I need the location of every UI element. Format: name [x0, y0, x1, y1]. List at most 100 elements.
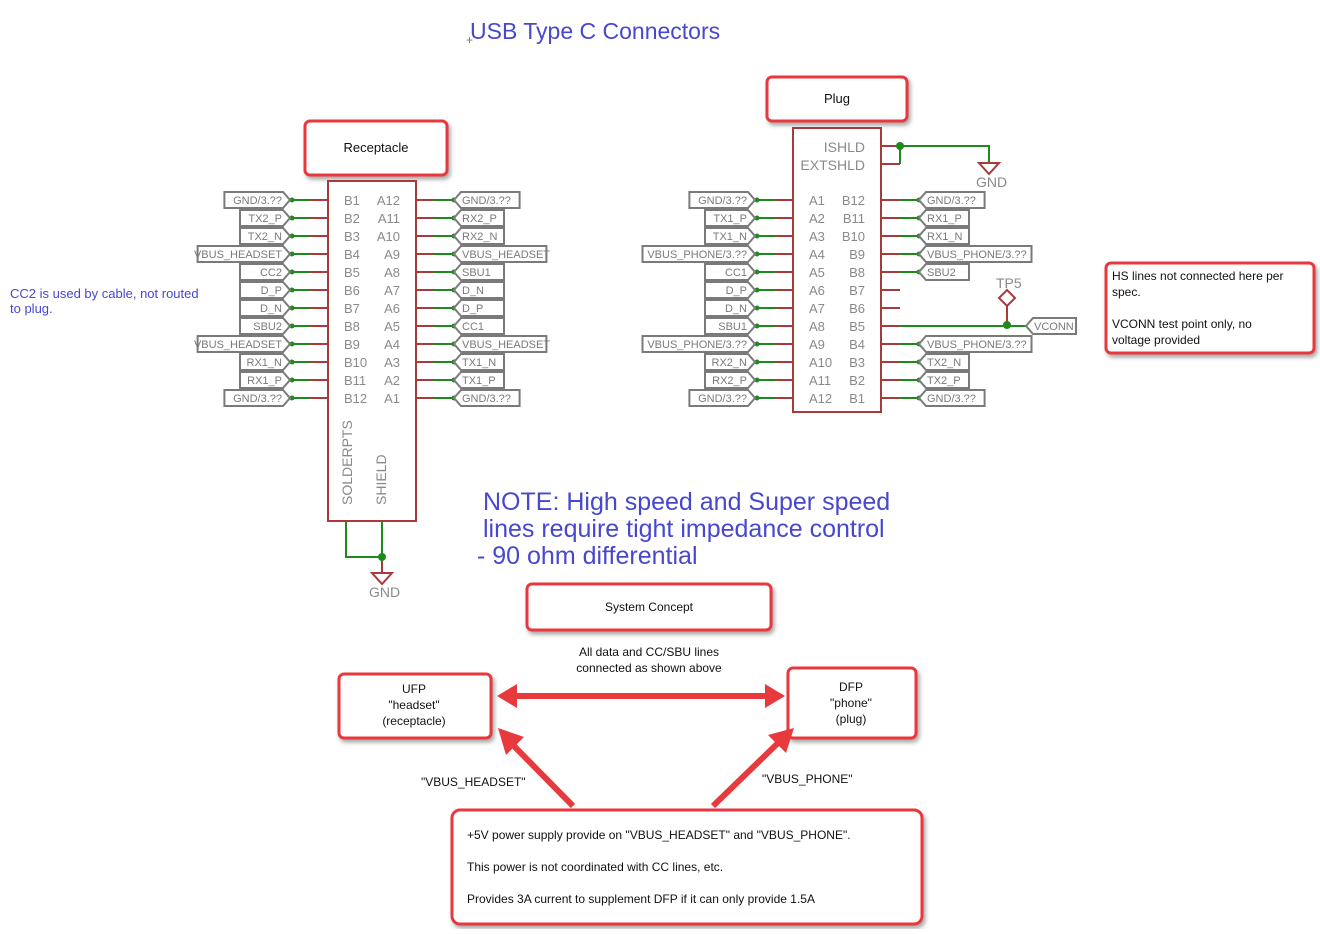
- rec-left-net-b1: GND/3.??: [233, 195, 282, 207]
- rec-right-pin-a4: A4: [384, 337, 400, 352]
- plug-left-dot-a11: [754, 377, 760, 383]
- plug-left-net-a10-flag: [704, 353, 757, 371]
- rec-left-pin-b2: B2: [344, 211, 360, 226]
- dfp-line-1: DFP: [839, 680, 863, 694]
- rec-right-net-a10: RX2_N: [462, 231, 498, 243]
- power-note-box: [450, 808, 924, 926]
- plug-right-net-b3-flag: [917, 353, 970, 371]
- plug-left-dot-a8: [754, 323, 760, 329]
- plug-right-net-b10: RX1_N: [927, 231, 963, 243]
- plug-left-net-a7-flag: [704, 299, 757, 317]
- plug-left-net-a3-flag: [704, 227, 757, 245]
- plug-right-pin-b12: B12: [842, 193, 865, 208]
- ufp-line-2: "headset": [388, 698, 439, 712]
- rec-right-net-a7: D_N: [462, 285, 484, 297]
- plug-left-pin-a2: A2: [809, 211, 825, 226]
- rec-left-dot-b7: [289, 305, 295, 311]
- rec-left-net-b12: GND/3.??: [233, 393, 282, 405]
- vbus-headset-arrow-shaft: [510, 742, 576, 809]
- rec-right-pin-a9: A9: [384, 247, 400, 262]
- rec-left-dot-b10: [289, 359, 295, 365]
- extshld-pin: EXTSHLD: [800, 157, 865, 173]
- shield-pin: SHIELD: [373, 454, 389, 505]
- rec-right-net-a5: CC1: [462, 321, 484, 333]
- sheet-title: USB Type C Connectors: [470, 18, 720, 44]
- plug-right-pin-b11: B11: [843, 211, 865, 226]
- tp5-label: TP5: [996, 275, 1022, 291]
- ufp-box: [337, 672, 493, 740]
- rec-right-net-a5-flag: [452, 317, 505, 335]
- plug-left-pin-a8: A8: [809, 319, 825, 334]
- rec-left-net-b9: VBUS_HEADSET: [194, 339, 282, 351]
- rec-left-net-b2: TX2_P: [248, 213, 282, 225]
- plug-left-net-a10: RX2_N: [712, 357, 748, 369]
- rec-right-net-a8: SBU1: [462, 267, 491, 279]
- link-arrow-left-head: [497, 684, 517, 708]
- plug-left-net-a4: VBUS_PHONE/3.??: [647, 249, 747, 261]
- plug-left-net-a9-flag: [641, 335, 757, 353]
- rec-left-net-b10: RX1_N: [247, 357, 283, 369]
- vbus-phone-label: "VBUS_PHONE": [762, 772, 853, 786]
- plug-left-dot-a7: [754, 305, 760, 311]
- rec-left-net-b3-flag: [239, 227, 292, 245]
- vconn-junction: [1003, 321, 1011, 329]
- plug-left-dot-a2: [754, 215, 760, 221]
- plug-left-dot-a9: [754, 341, 760, 347]
- plug-right-net-b11-flag: [917, 209, 970, 227]
- rec-left-pin-b12: B12: [344, 391, 367, 406]
- hs-note-line-2: spec.: [1112, 285, 1141, 299]
- plug-right-net-b9-flag: [917, 245, 1033, 263]
- plug-right-pin-b1: B1: [849, 391, 865, 406]
- plug-right-pin-b3: B3: [849, 355, 865, 370]
- plug-right-pin-b6: B6: [849, 301, 865, 316]
- plug-left-net-a5-flag: [704, 263, 757, 281]
- impedance-note-line-2: lines require tight impedance control: [483, 515, 885, 543]
- cc2-note-line-1: CC2 is used by cable, not routed: [10, 286, 199, 301]
- plug-right-pin-b10: B10: [842, 229, 865, 244]
- plug-right-pin-b9: B9: [849, 247, 865, 262]
- ishld-pin: ISHLD: [824, 139, 865, 155]
- plug-left-dot-a10: [754, 359, 760, 365]
- rec-right-pin-a5: A5: [384, 319, 400, 334]
- plug-left-pin-a5: A5: [809, 265, 825, 280]
- rec-left-pin-b3: B3: [344, 229, 360, 244]
- plug-left-net-a6: D_P: [726, 285, 747, 297]
- rec-right-net-a1: GND/3.??: [462, 393, 511, 405]
- plug-left-net-a12-flag: [688, 389, 757, 407]
- hs-note-line-1: HS lines not connected here per: [1112, 269, 1283, 283]
- rec-right-pin-a11: A11: [378, 211, 400, 226]
- cc2-note-line-2: to plug.: [10, 301, 53, 316]
- dfp-box: [786, 666, 918, 740]
- rec-left-dot-b2: [289, 215, 295, 221]
- hs-note-line-4: voltage provided: [1112, 333, 1200, 347]
- rec-left-dot-b9: [289, 341, 295, 347]
- rec-right-net-a12-flag: [452, 191, 521, 209]
- rec-right-net-a9: VBUS_HEADSET: [462, 249, 550, 261]
- receptacle-shield-wire: [345, 521, 383, 558]
- plug-right-net-b12: GND/3.??: [927, 195, 976, 207]
- rec-left-dot-b1: [289, 197, 295, 203]
- solderpts-pin: SOLDERPTS: [339, 420, 355, 505]
- rec-right-net-a6: D_P: [462, 303, 483, 315]
- rec-right-net-a1-flag: [452, 389, 521, 407]
- plug-right-net-b2: TX2_P: [927, 375, 961, 387]
- plug-right-net-b12-flag: [917, 191, 986, 209]
- rec-right-net-a3: TX1_N: [462, 357, 496, 369]
- rec-left-net-b6-flag: [239, 281, 292, 299]
- plug-left-net-a2: TX1_P: [713, 213, 747, 225]
- rec-left-net-b2-flag: [239, 209, 292, 227]
- rec-right-net-a12: GND/3.??: [462, 195, 511, 207]
- ufp-line-3: (receptacle): [382, 714, 445, 728]
- rec-right-net-a11: RX2_P: [462, 213, 497, 225]
- rec-right-pin-a7: A7: [384, 283, 400, 298]
- link-arrow-right-head: [765, 684, 785, 708]
- rec-left-net-b12-flag: [223, 389, 292, 407]
- plug-right-pin-b5: B5: [849, 319, 865, 334]
- plug-left-net-a6-flag: [704, 281, 757, 299]
- plug-left-net-a1-flag: [688, 191, 757, 209]
- vbus-headset-label: "VBUS_HEADSET": [421, 775, 526, 789]
- rec-left-net-b7: D_N: [260, 303, 282, 315]
- plug-shield-wire: [899, 145, 990, 164]
- plug-shield-junction: [896, 142, 904, 150]
- receptacle-left-pins: B1GND/3.??B2TX2_PB3TX2_NB4VBUS_HEADSETB5…: [194, 191, 367, 407]
